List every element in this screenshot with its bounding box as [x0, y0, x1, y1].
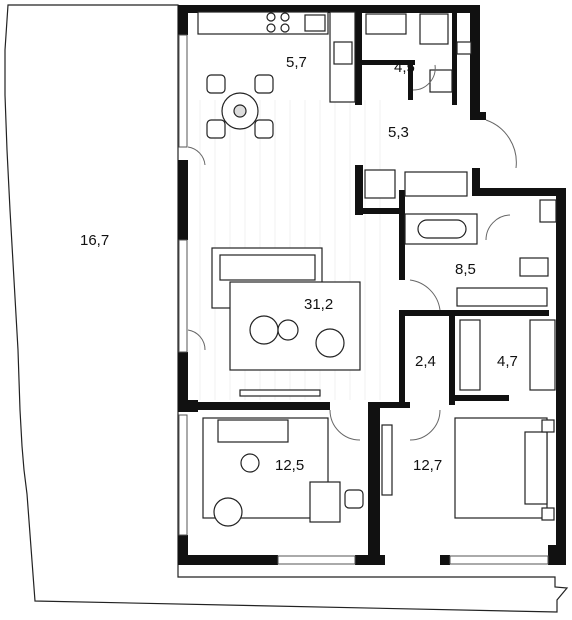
- bathroom-area-label: 8,5: [455, 261, 476, 278]
- terrace-outline: [4, 4, 569, 613]
- toilet-area-label: 4,5: [394, 59, 415, 76]
- dining-table: [206, 74, 274, 139]
- kitchen-area-label: 5,7: [286, 54, 307, 71]
- wardrobe-shelves: [459, 319, 556, 391]
- bedroom-left-furniture: [202, 417, 364, 527]
- interior-walls: [190, 10, 549, 562]
- corridor-area-label: 2,4: [415, 353, 436, 370]
- bathroom-fixtures: [404, 199, 557, 307]
- toilet-fixtures: [365, 13, 472, 93]
- bedroom-left-area-label: 12,5: [275, 457, 304, 474]
- hall-area-label: 5,3: [388, 124, 409, 141]
- terrace-area-label: 16,7: [80, 232, 109, 249]
- bedroom-right-furniture: [381, 417, 555, 521]
- kitchen-counter: [197, 11, 356, 103]
- door-swings: [187, 64, 517, 441]
- utility-closet: [364, 169, 468, 199]
- windows: [178, 34, 549, 565]
- living-furniture: [211, 247, 361, 397]
- living-area-label: 31,2: [304, 296, 333, 313]
- bedroom-right-area-label: 12,7: [413, 457, 442, 474]
- wardrobe-area-label: 4,7: [497, 353, 518, 370]
